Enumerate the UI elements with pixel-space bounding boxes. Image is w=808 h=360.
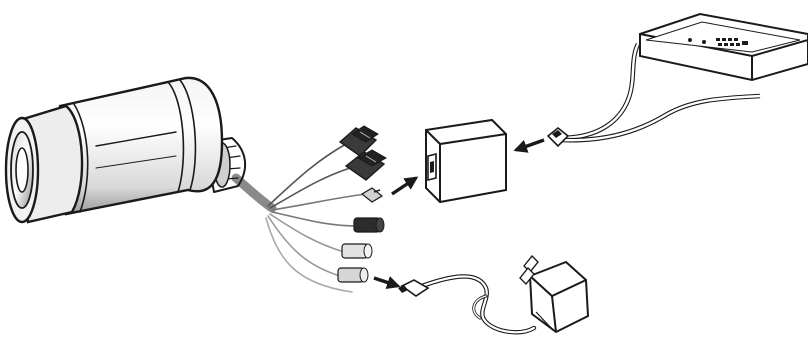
rj45-connector-2 xyxy=(344,149,388,181)
router-network-cable xyxy=(559,42,761,143)
audio-jack-black xyxy=(353,217,385,233)
audio-jack-white xyxy=(341,243,373,259)
arrow-to-power-plug xyxy=(373,276,401,290)
power-adapter xyxy=(519,254,590,334)
power-adapter-cable xyxy=(419,274,537,335)
rj45-coupler xyxy=(425,118,507,204)
camera-lens xyxy=(4,116,40,224)
power-plug-connector xyxy=(398,279,430,297)
rj45-connector-1 xyxy=(338,125,379,157)
bullet-camera xyxy=(4,76,277,224)
arrow-from-router-cable xyxy=(513,138,545,153)
camera-barrel xyxy=(58,76,224,216)
pigtail-wires xyxy=(265,143,367,293)
power-dc-jack xyxy=(337,267,369,283)
router-cable-plug xyxy=(546,126,570,148)
network-jack-connector xyxy=(360,187,384,203)
arrow-to-coupler xyxy=(391,176,419,196)
network-router xyxy=(639,12,808,82)
power-adapter-prongs xyxy=(519,254,539,286)
router-status-leds xyxy=(688,38,748,46)
cable-sheath xyxy=(231,173,277,213)
